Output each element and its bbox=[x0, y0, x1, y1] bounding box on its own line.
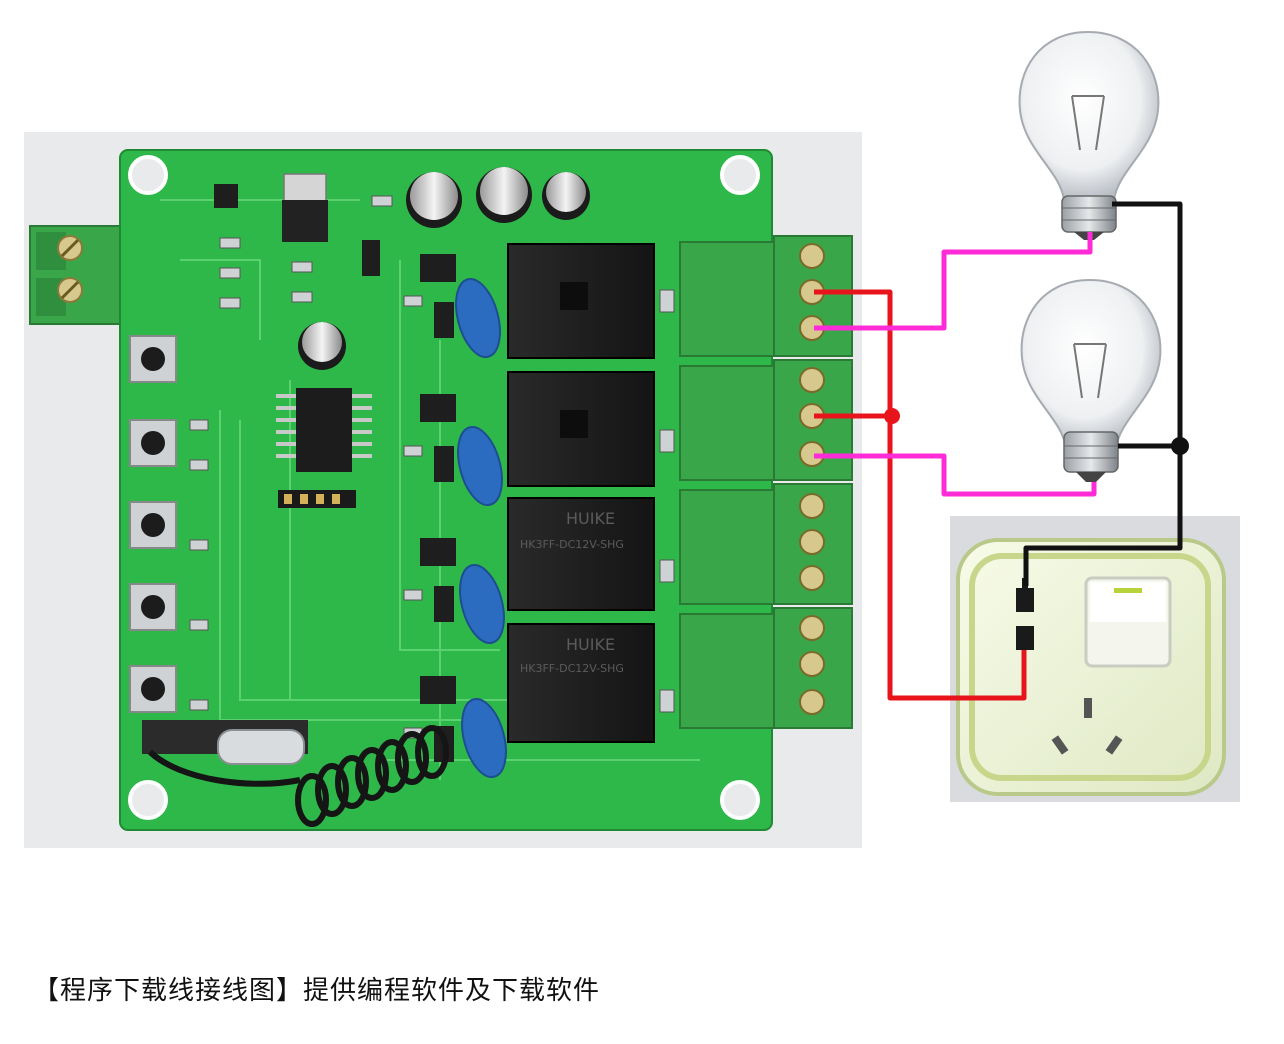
terminal-block-2 bbox=[679, 359, 853, 481]
antenna-coil bbox=[147, 725, 449, 827]
terminal-block-3 bbox=[679, 483, 853, 605]
relay-4: HUIKE HK3FF-DC12V-SHG bbox=[507, 623, 655, 743]
tactile-buttons bbox=[129, 335, 177, 713]
diagram-caption: 【程序下载线接线图】提供编程软件及下载软件 bbox=[33, 976, 601, 1006]
input-terminal-block bbox=[29, 225, 123, 325]
terminal-block-1 bbox=[679, 235, 853, 357]
magenta-wire-1 bbox=[814, 232, 1093, 331]
black-wire-junction bbox=[1171, 437, 1189, 455]
wall-switch-socket-icon bbox=[950, 516, 1240, 802]
black-wire bbox=[1023, 201, 1183, 586]
relay-2 bbox=[507, 371, 655, 487]
blue-capacitors bbox=[455, 278, 507, 778]
red-wire-junction bbox=[884, 408, 900, 424]
relay-3-model: HK3FF-DC12V-SHG bbox=[520, 538, 624, 551]
smd-components bbox=[214, 184, 456, 762]
relay-4-model: HK3FF-DC12V-SHG bbox=[520, 662, 624, 675]
magenta-wire-2 bbox=[814, 453, 1097, 497]
pin-header bbox=[278, 490, 356, 508]
red-wire bbox=[814, 289, 1027, 701]
voltage-regulator bbox=[282, 173, 328, 242]
output-terminal-blocks bbox=[679, 235, 853, 729]
main-ic-chip bbox=[276, 388, 372, 472]
rf-receiver-module bbox=[142, 720, 308, 765]
relay-1 bbox=[507, 243, 655, 359]
terminal-block-4 bbox=[679, 607, 853, 729]
light-bulb-icon bbox=[1020, 278, 1162, 482]
light-bulb-icon bbox=[1018, 30, 1160, 240]
relay-3: HUIKE HK3FF-DC12V-SHG bbox=[507, 497, 655, 611]
electrolytic-capacitors bbox=[298, 167, 590, 370]
relay-4-brand: HUIKE bbox=[566, 635, 615, 654]
relay-3-brand: HUIKE bbox=[566, 509, 615, 528]
